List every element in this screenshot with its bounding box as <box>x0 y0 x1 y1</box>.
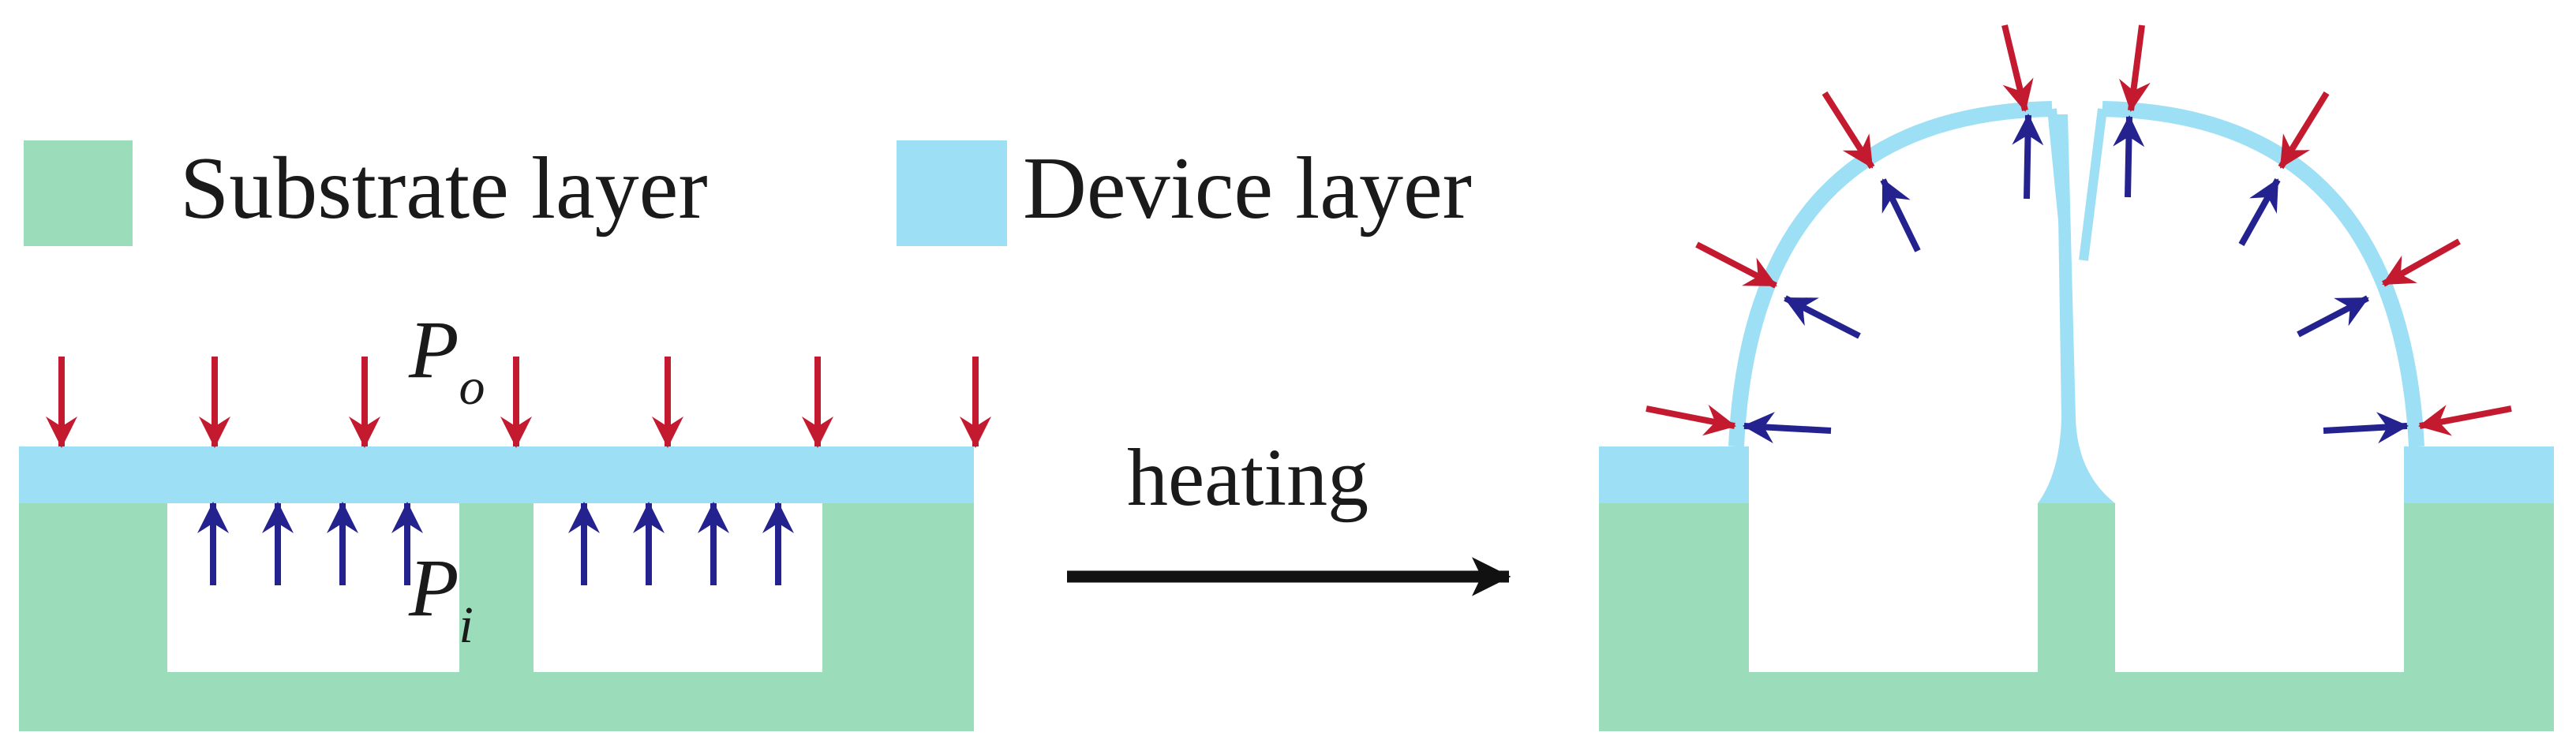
central-device-post <box>2038 114 2115 503</box>
structure-after-heating <box>1599 24 2554 731</box>
outer-pressure-symbol: P <box>408 304 459 395</box>
outer-pressure-arrows-before <box>46 357 991 448</box>
device-dome-left <box>1728 101 2053 447</box>
outer-pressure-arrows-after <box>1646 24 2512 436</box>
up-arrow-icon <box>2297 295 2369 338</box>
down-arrow-icon <box>1646 405 1736 436</box>
substrate-legend-label: Substrate layer <box>180 140 708 237</box>
outer-pressure-label: Po <box>408 304 485 416</box>
up-arrow-icon <box>1880 178 1921 252</box>
down-arrow-icon <box>2119 24 2151 112</box>
device-ledge-left <box>1599 446 1749 503</box>
heating-process: heating <box>1067 432 1511 596</box>
up-arrow-icon <box>1743 412 1832 444</box>
device-legend-label: Device layer <box>1023 140 1472 237</box>
inner-pressure-subscript: i <box>459 596 474 654</box>
dome-right-stem <box>2079 108 2107 261</box>
heating-label: heating <box>1127 432 1368 523</box>
substrate-swatch <box>24 140 133 246</box>
down-arrow-icon <box>2001 24 2034 112</box>
inner-pressure-symbol: P <box>408 543 459 633</box>
up-arrow-icon <box>2323 412 2409 444</box>
inner-pressure-arrows-before <box>197 502 794 585</box>
inner-pressure-label: Pi <box>408 543 474 654</box>
up-arrow-icon <box>2012 114 2044 200</box>
down-arrow-icon <box>2382 238 2461 287</box>
up-arrow-icon <box>1784 295 1861 339</box>
down-arrow-icon <box>2278 91 2330 170</box>
down-arrow-icon <box>1695 241 1777 289</box>
structure-before-heating: Po Pi <box>19 304 991 731</box>
device-layer-before <box>19 446 974 503</box>
dome-left-stem <box>2047 108 2069 237</box>
inner-pressure-arrows-after <box>1743 114 2409 444</box>
legend: Substrate layer Device layer <box>24 140 1472 246</box>
up-arrow-icon <box>2238 178 2281 246</box>
up-arrow-icon <box>2113 115 2145 198</box>
substrate-before <box>19 503 974 731</box>
outer-pressure-subscript: o <box>459 358 485 416</box>
substrate-after <box>1599 503 2554 731</box>
device-dome-right <box>2102 101 2424 447</box>
device-ledge-right <box>2404 446 2554 503</box>
device-swatch <box>897 140 1007 246</box>
down-arrow-icon <box>1822 91 1875 170</box>
down-arrow-icon <box>2418 405 2512 436</box>
